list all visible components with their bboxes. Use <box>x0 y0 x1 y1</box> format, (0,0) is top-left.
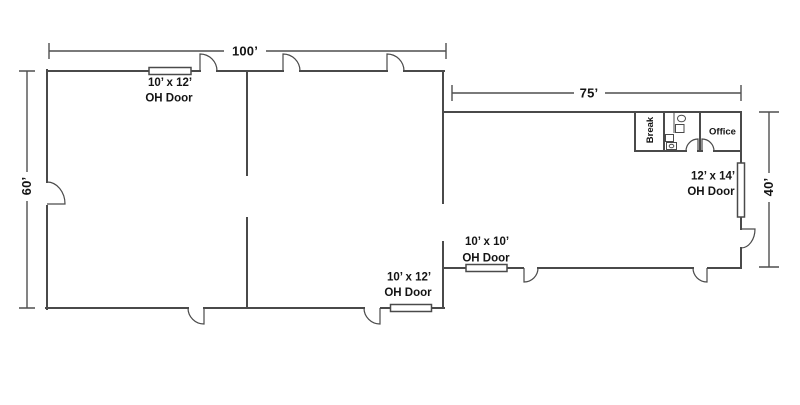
break-restroom-office-walls <box>634 111 742 152</box>
swing-door-top-2 <box>282 53 301 72</box>
oh-door-bottom-main-size-label: 10’ x 12’ <box>387 272 431 284</box>
oh-door-bottom-annex-type-label: OH Door <box>462 253 510 265</box>
overhead-doors <box>148 66 746 313</box>
swing-door-annex-right-wall <box>740 228 756 249</box>
swing-doors <box>46 53 756 325</box>
swing-door-bottom-annex-1 <box>523 267 539 283</box>
oh-door-bottom-annex-panel <box>465 263 508 273</box>
room-label-office: Office <box>709 127 736 138</box>
oh-door-top-panel <box>148 66 192 76</box>
label-bg-100ft <box>224 43 266 59</box>
oh-door-right-annex-type-label: OH Door <box>687 186 735 198</box>
sink-icon <box>665 134 674 142</box>
restroom-fixtures <box>665 112 686 150</box>
swing-door-top-3 <box>386 53 405 72</box>
dimension-label-60ft: 60’ <box>19 177 34 196</box>
oh-door-right-annex-size-label: 12’ x 14’ <box>691 171 735 183</box>
vanity-basin-icon <box>668 143 675 149</box>
swing-door-office <box>701 138 715 152</box>
dimension-label-40ft: 40’ <box>761 178 776 197</box>
vanity-icon <box>666 142 677 150</box>
label-bg-40ft <box>759 173 779 202</box>
toilet-tank-icon <box>675 124 685 133</box>
label-bg-60ft <box>17 172 37 201</box>
swing-door-bottom-annex-2 <box>692 267 708 283</box>
dimension-label-75ft: 75’ <box>580 86 599 101</box>
oh-door-top-type-label: OH Door <box>145 93 193 105</box>
label-bg-75ft <box>574 85 605 101</box>
toilet-icon <box>677 114 686 123</box>
room-label-break: Break <box>645 116 656 143</box>
dimension-label-100ft: 100’ <box>232 44 258 59</box>
oh-door-top-size-label: 10’ x 12’ <box>148 77 192 89</box>
oh-door-right-annex-panel <box>736 162 746 218</box>
swing-door-restroom <box>685 138 699 152</box>
labels: 100’ 75’ 60’ 40’ 10’ x 12’ OH Door 10’ x… <box>19 44 776 300</box>
oh-door-bottom-annex-size-label: 10’ x 10’ <box>465 236 509 248</box>
oh-door-bottom-main-panel <box>389 303 433 313</box>
swing-door-bottom-main-1 <box>187 307 205 325</box>
swing-door-left-wall <box>46 181 66 205</box>
swing-door-bottom-main-2 <box>363 307 381 325</box>
dimension-label-backgrounds <box>17 43 779 202</box>
oh-door-bottom-main-type-label: OH Door <box>384 287 432 299</box>
swing-door-top-1 <box>199 53 218 72</box>
